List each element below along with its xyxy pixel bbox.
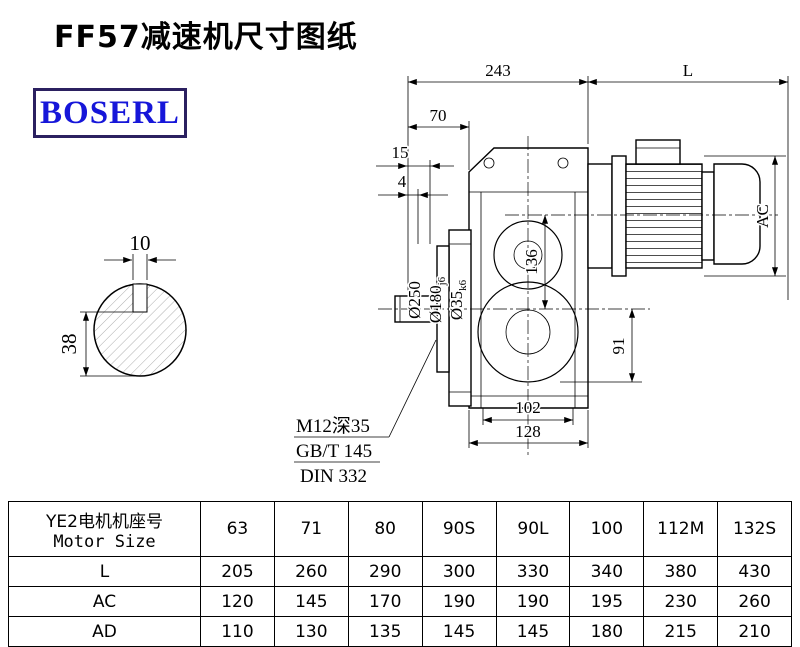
technical-drawing: 10 38 — [56, 60, 789, 487]
diameter-labels: Ø250 Ø180j6 Ø35k6 — [404, 275, 471, 325]
motor-view — [587, 139, 761, 277]
page-title: FF57减速机尺寸图纸 — [54, 20, 358, 55]
dim-shaft-height: 38 — [57, 334, 81, 355]
cell: 380 — [643, 556, 719, 587]
cell: 330 — [495, 556, 571, 587]
dim-L: L — [683, 61, 693, 80]
cell: 230 — [643, 586, 719, 617]
note-din332: DIN 332 — [300, 466, 367, 487]
cell: 145 — [421, 616, 497, 647]
housing-outline — [468, 147, 589, 409]
shaft-end-view: 10 38 — [56, 230, 187, 377]
cell: 120 — [200, 586, 275, 617]
table-row-L: L 205 260 290 300 330 340 380 430 — [8, 556, 792, 587]
dimension-table: YE2电机机座号 Motor Size 63 71 80 90S 90L 100… — [8, 501, 792, 647]
header-line1: YE2电机机座号 — [46, 511, 163, 532]
bolt-hole-right — [557, 157, 569, 169]
col-header: 112M — [643, 501, 719, 557]
cell: 190 — [495, 586, 571, 617]
dim-136: 136 — [522, 249, 541, 275]
upper-bore-circle — [493, 220, 563, 290]
table-header-row: YE2电机机座号 Motor Size 63 71 80 90S 90L 100… — [8, 501, 792, 557]
col-header: 71 — [273, 501, 349, 557]
cell: 260 — [273, 556, 349, 587]
cell: 180 — [569, 616, 645, 647]
dim-shaft-dia: Ø35k6 — [447, 279, 469, 320]
motor-rear-step — [701, 171, 715, 261]
cell: 205 — [200, 556, 275, 587]
boserl-logo: BOSERL — [33, 88, 187, 138]
col-header: 90L — [495, 501, 571, 557]
dim-243: 243 — [485, 61, 511, 80]
cell: 195 — [569, 586, 645, 617]
side-dimensions: AC 136 91 102 128 — [468, 155, 786, 448]
row-label: AD — [8, 616, 201, 647]
cell: 135 — [347, 616, 423, 647]
table-row-AD: AD 110 130 135 145 145 180 215 210 — [8, 616, 792, 647]
cell: 130 — [273, 616, 349, 647]
dim-70: 70 — [430, 106, 447, 125]
keyway-slot — [132, 283, 148, 313]
col-header: 132S — [717, 501, 792, 557]
cell: 260 — [717, 586, 792, 617]
row-label: L — [8, 556, 201, 587]
cell: 145 — [495, 616, 571, 647]
motor-flange — [611, 155, 627, 277]
motor-body — [625, 163, 703, 269]
dim-102: 102 — [515, 398, 541, 417]
cell: 430 — [717, 556, 792, 587]
col-header: 63 — [200, 501, 275, 557]
dim-128: 128 — [515, 422, 541, 441]
top-dimensions: 243 L 70 15 4 — [376, 60, 789, 300]
row-label: AC — [8, 586, 201, 617]
header-line2: Motor Size — [53, 531, 156, 552]
terminal-box — [635, 139, 681, 165]
cell: 300 — [421, 556, 497, 587]
cell: 170 — [347, 586, 423, 617]
cell: 290 — [347, 556, 423, 587]
bolt-hole-left — [483, 157, 495, 169]
dim-spigot-dia: Ø180j6 — [426, 276, 448, 323]
col-header: 90S — [421, 501, 497, 557]
center-lines — [378, 136, 778, 455]
gearbox-front-view — [394, 147, 589, 409]
cell: 145 — [273, 586, 349, 617]
thread-notes: M12深35 GB/T 145 DIN 332 — [294, 339, 437, 487]
dim-15: 15 — [392, 143, 409, 162]
dim-key-width: 10 — [130, 231, 151, 255]
fan-cover — [713, 163, 761, 265]
cell: 340 — [569, 556, 645, 587]
dim-AC: AC — [753, 204, 772, 228]
dim-4: 4 — [398, 172, 407, 191]
cell: 215 — [643, 616, 719, 647]
col-header: 80 — [347, 501, 423, 557]
motor-size-header: YE2电机机座号 Motor Size — [8, 501, 201, 557]
dim-91: 91 — [609, 338, 628, 355]
motor-adapter — [587, 163, 613, 269]
table-row-AC: AC 120 145 170 190 190 195 230 260 — [8, 586, 792, 617]
note-gbt145: GB/T 145 — [296, 441, 372, 462]
cell: 190 — [421, 586, 497, 617]
col-header: 100 — [569, 501, 645, 557]
note-tap: M12深35 — [296, 415, 370, 437]
cell: 210 — [717, 616, 792, 647]
cell: 110 — [200, 616, 275, 647]
dim-flange-dia: Ø250 — [405, 281, 424, 319]
